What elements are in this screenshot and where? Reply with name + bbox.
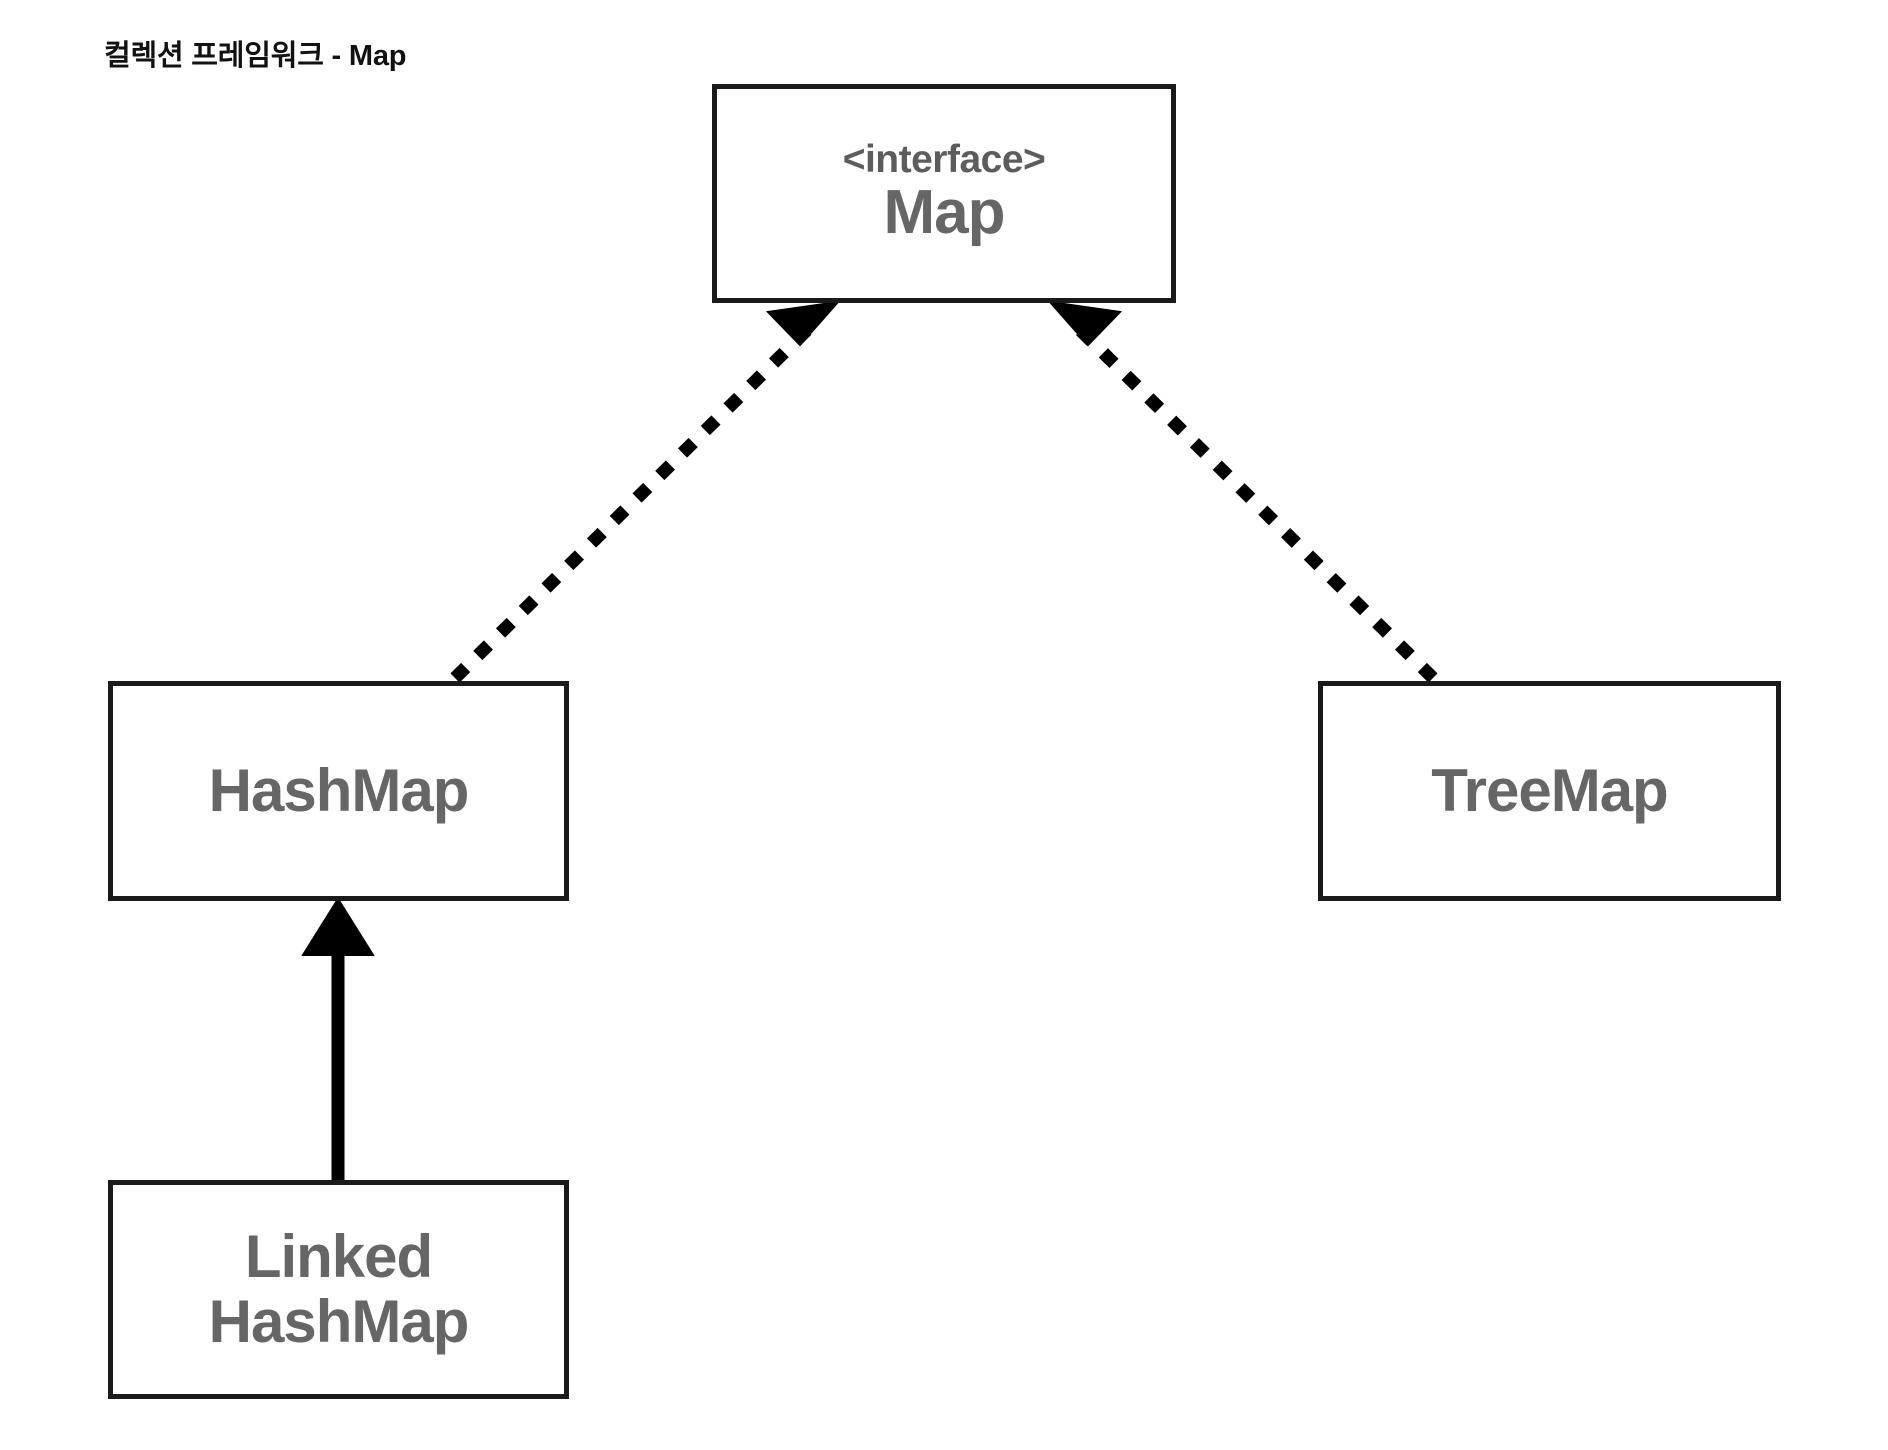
page-title: 컬렉션 프레임워크 - Map — [104, 40, 407, 72]
class-name-label: Map — [883, 178, 1006, 248]
stereotype-label: <interface> — [842, 137, 1046, 181]
edge-hashmap-implements-map — [450, 300, 841, 683]
uml-class-box-hashmap[interactable]: HashMap — [108, 681, 569, 901]
class-name-line-2: HashMap — [208, 1287, 470, 1355]
class-name-label: Linked HashMap — [208, 1222, 470, 1355]
class-name-label: TreeMap — [1431, 756, 1668, 824]
class-name-label: HashMap — [208, 756, 470, 824]
edge-linkedhashmap-extends-hashmap — [301, 897, 375, 1180]
edge-treemap-implements-map — [1047, 300, 1438, 683]
uml-class-box-treemap[interactable]: TreeMap — [1318, 681, 1781, 901]
class-name-line-1: Linked — [244, 1222, 433, 1290]
uml-class-box-map[interactable]: <interface> Map — [712, 84, 1176, 303]
uml-class-box-linkedhashmap[interactable]: Linked HashMap — [108, 1180, 569, 1399]
